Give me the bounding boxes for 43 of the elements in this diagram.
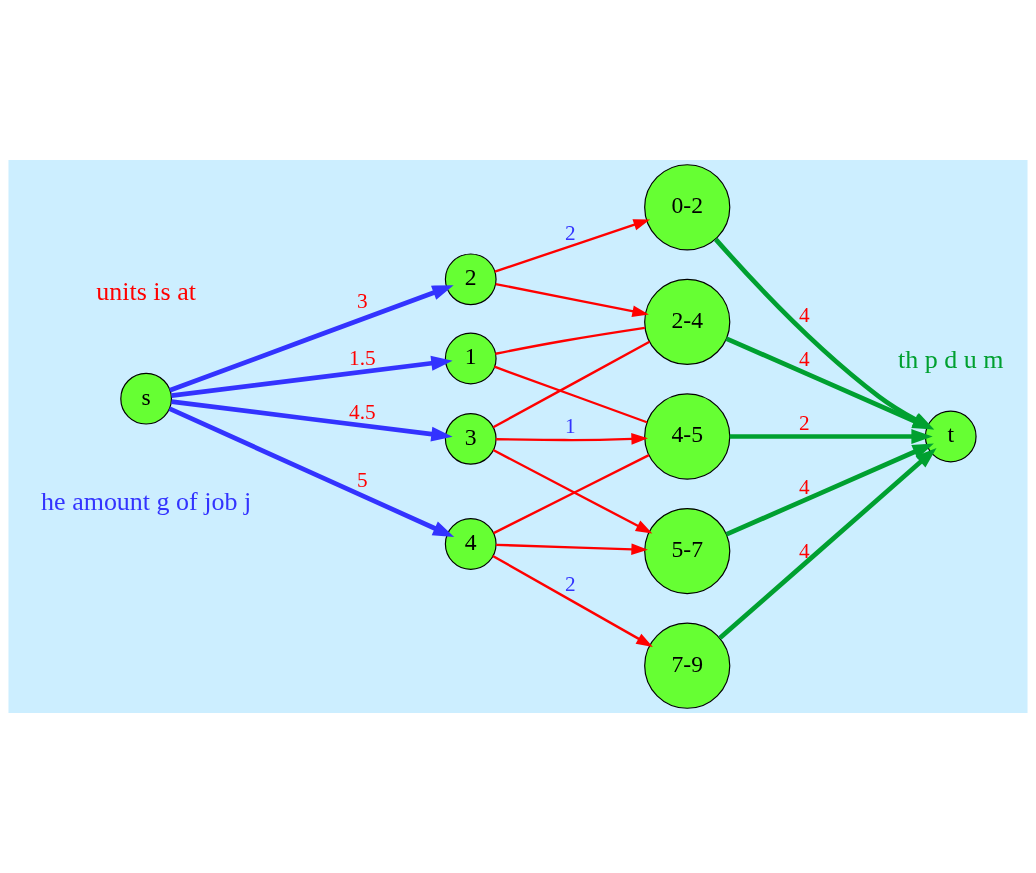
node-circle: t bbox=[924, 410, 977, 463]
arrow bbox=[492, 554, 653, 647]
edge-label: 5 bbox=[357, 467, 368, 492]
connector bbox=[495, 326, 646, 355]
arrow bbox=[496, 543, 648, 556]
node-circle: s bbox=[120, 372, 173, 425]
edge-label: 4 bbox=[798, 347, 810, 372]
arrow bbox=[725, 336, 934, 430]
connector bbox=[494, 365, 648, 424]
edge-label: 1 bbox=[564, 414, 576, 439]
arrow bbox=[168, 406, 455, 538]
connector bbox=[492, 340, 651, 429]
arrow bbox=[725, 443, 934, 537]
arrow bbox=[495, 282, 649, 317]
node-circle: 2 bbox=[444, 253, 497, 306]
edge-label: 4 bbox=[798, 474, 810, 499]
arrow bbox=[718, 447, 937, 640]
edge-label: 4 bbox=[798, 538, 810, 563]
edge-label: 2 bbox=[564, 571, 576, 596]
label: units is at bbox=[96, 277, 196, 307]
arrow bbox=[729, 429, 933, 444]
node-circle: 3 bbox=[444, 412, 497, 465]
edge-label: 4 bbox=[798, 303, 810, 328]
node-circle: 4-5 bbox=[644, 393, 731, 480]
node-circle: 5-7 bbox=[644, 508, 731, 595]
arrow bbox=[494, 219, 651, 273]
edge-label: 3 bbox=[357, 289, 368, 314]
arrow bbox=[495, 433, 648, 445]
arrow bbox=[714, 237, 935, 430]
label: th p d u m bbox=[898, 344, 1004, 374]
node-circle: 2-4 bbox=[644, 278, 731, 365]
node-circle: 1 bbox=[444, 332, 497, 385]
node-circle: 4 bbox=[444, 518, 497, 570]
label: he amount g of job j bbox=[41, 487, 252, 517]
arrow bbox=[171, 355, 453, 398]
node-circle: 7-9 bbox=[644, 622, 731, 709]
edge-label: 1.5 bbox=[349, 345, 376, 370]
arrow bbox=[169, 285, 454, 393]
edge-label: 4.5 bbox=[349, 400, 376, 425]
node-circle: 0-2 bbox=[644, 164, 731, 251]
edge-label: 2 bbox=[564, 220, 576, 245]
arrow bbox=[171, 399, 453, 442]
edge-label: 2 bbox=[798, 410, 810, 435]
